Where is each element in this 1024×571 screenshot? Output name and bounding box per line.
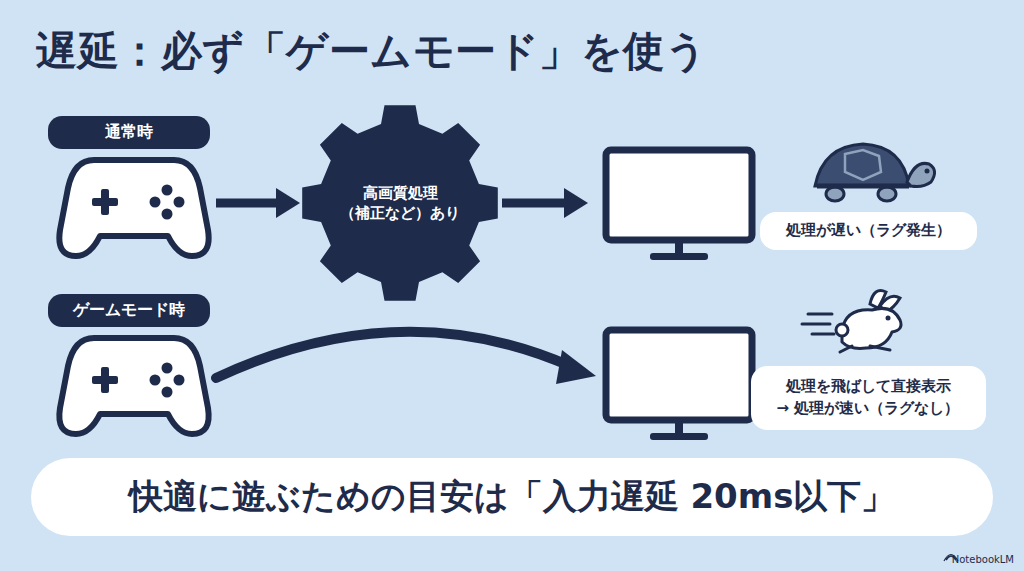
title: 遅延：必ず「ゲームモード」を使う — [36, 24, 707, 79]
gear-process: 高画質処理（補正など）あり — [300, 103, 500, 303]
icon-part — [925, 169, 930, 174]
node-text: 快適に遊ぶための目安は「入力遅延 20ms以下」 — [129, 474, 896, 520]
controller-icon — [59, 160, 208, 256]
state-pill: ゲームモード時 — [48, 294, 210, 327]
node-text: ゲームモード時 — [73, 300, 185, 321]
state-pill: 通常時 — [48, 116, 210, 149]
icon-part — [878, 187, 896, 201]
icon-part — [886, 316, 891, 321]
icon-part — [826, 187, 844, 201]
node-text: 通常時 — [105, 122, 153, 143]
turtle-icon — [815, 144, 935, 201]
result-bubble: 処理が遅い（ラグ発生） — [760, 212, 977, 250]
icon-part — [502, 199, 566, 208]
icon-part — [845, 150, 881, 180]
result-bubble: 処理を飛ばして直接表示→ 処理が速い（ラグなし） — [751, 366, 986, 430]
node-text: 高画質処理 — [363, 183, 438, 203]
summary-banner: 快適に遊ぶための目安は「入力遅延 20ms以下」 — [31, 458, 993, 536]
monitor-icon — [606, 330, 752, 440]
node-text: 処理が遅い（ラグ発生） — [786, 220, 951, 242]
controller-icon — [59, 338, 208, 434]
icon-part — [840, 346, 890, 352]
node-text: （補正など）あり — [340, 203, 460, 223]
node-text: 処理を飛ばして直接表示 — [786, 376, 951, 398]
node-text: → 処理が速い（ラグなし） — [777, 398, 960, 420]
gear-outline — [302, 105, 498, 301]
icon-part — [808, 313, 832, 316]
rabbit-icon — [802, 291, 901, 353]
icon-part — [216, 332, 570, 378]
monitor-icon — [606, 150, 752, 260]
icon-part — [556, 350, 596, 384]
watermark: NotebookLM — [952, 554, 1014, 565]
icon-part — [216, 199, 278, 208]
icon-part — [802, 323, 830, 326]
icon-part — [836, 324, 848, 336]
icon-part — [907, 163, 935, 186]
icon-part — [842, 308, 901, 348]
icon-part — [564, 188, 588, 218]
gear-shape — [300, 103, 500, 303]
curved-arrow — [216, 332, 596, 384]
icon-part — [817, 184, 909, 189]
icon-part — [812, 333, 834, 336]
icon-part — [276, 188, 300, 218]
icon-part — [815, 144, 909, 186]
